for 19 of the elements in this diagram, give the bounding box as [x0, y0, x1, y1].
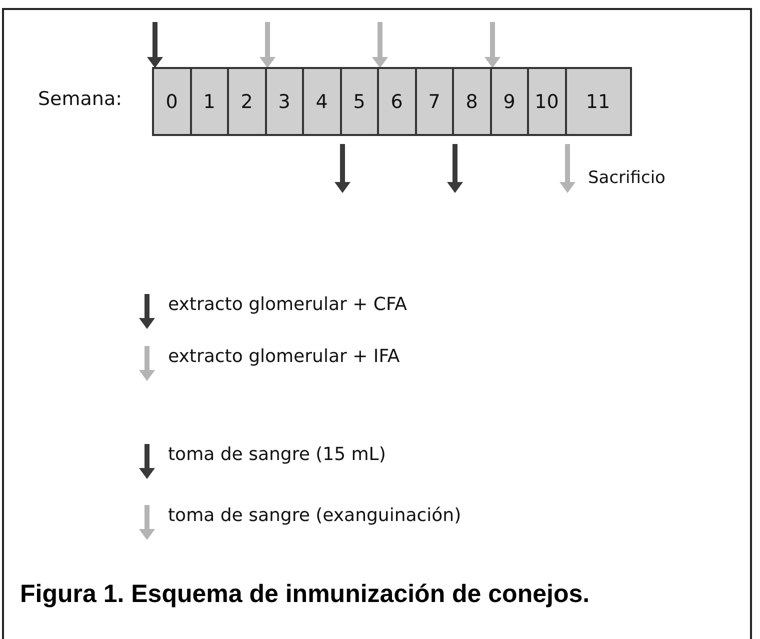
event-label: Sacrificio — [588, 168, 666, 188]
legend-text: toma de sangre (15 mL) — [168, 444, 386, 465]
figure-caption: Figura 1. Esquema de inmunización de conejos. — [20, 580, 590, 609]
arrow — [147, 22, 163, 68]
legend-text: toma de sangre (exanguinación) — [168, 505, 462, 526]
arrow — [372, 22, 388, 68]
week-cell: 9 — [492, 69, 529, 134]
week-cell: 7 — [416, 69, 454, 134]
arrow — [484, 22, 500, 68]
week-cell: 5 — [342, 69, 379, 134]
arrow — [334, 144, 350, 193]
week-timeline-bar — [152, 67, 632, 136]
week-cell: 3 — [266, 69, 304, 134]
arrow — [260, 22, 276, 68]
arrow — [447, 144, 463, 193]
legend-text: extracto glomerular + CFA — [168, 294, 407, 315]
legend-text: extracto glomerular + IFA — [168, 346, 400, 367]
arrow — [560, 144, 576, 193]
week-label: Semana: — [38, 88, 122, 110]
